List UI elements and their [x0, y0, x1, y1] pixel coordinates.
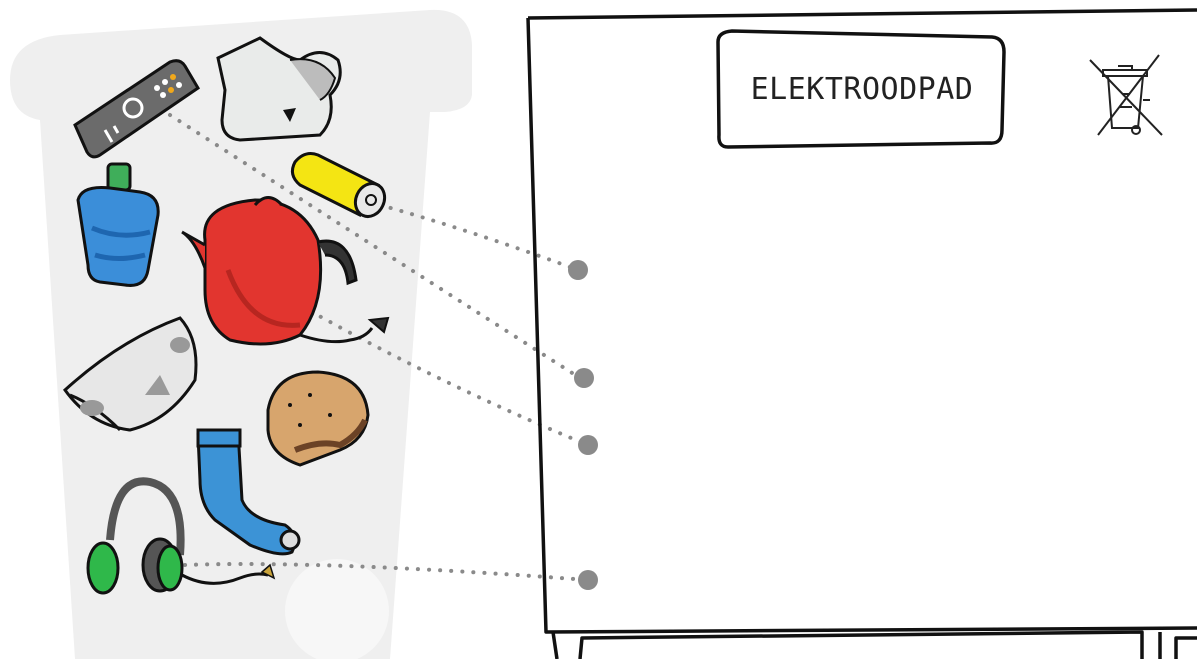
cabinet-label: ELEKTROODPAD — [718, 31, 1004, 147]
connector-dot-1 — [568, 260, 588, 280]
connector-endpoints — [568, 260, 598, 590]
cabinet-label-text: ELEKTROODPAD — [751, 72, 974, 107]
crossed-out-wheelie-bin-icon — [1090, 55, 1162, 135]
connector-dot-3 — [578, 435, 598, 455]
tissue-icon — [218, 38, 340, 140]
connector-dot-4 — [578, 570, 598, 590]
connector-dot-2 — [574, 368, 594, 388]
